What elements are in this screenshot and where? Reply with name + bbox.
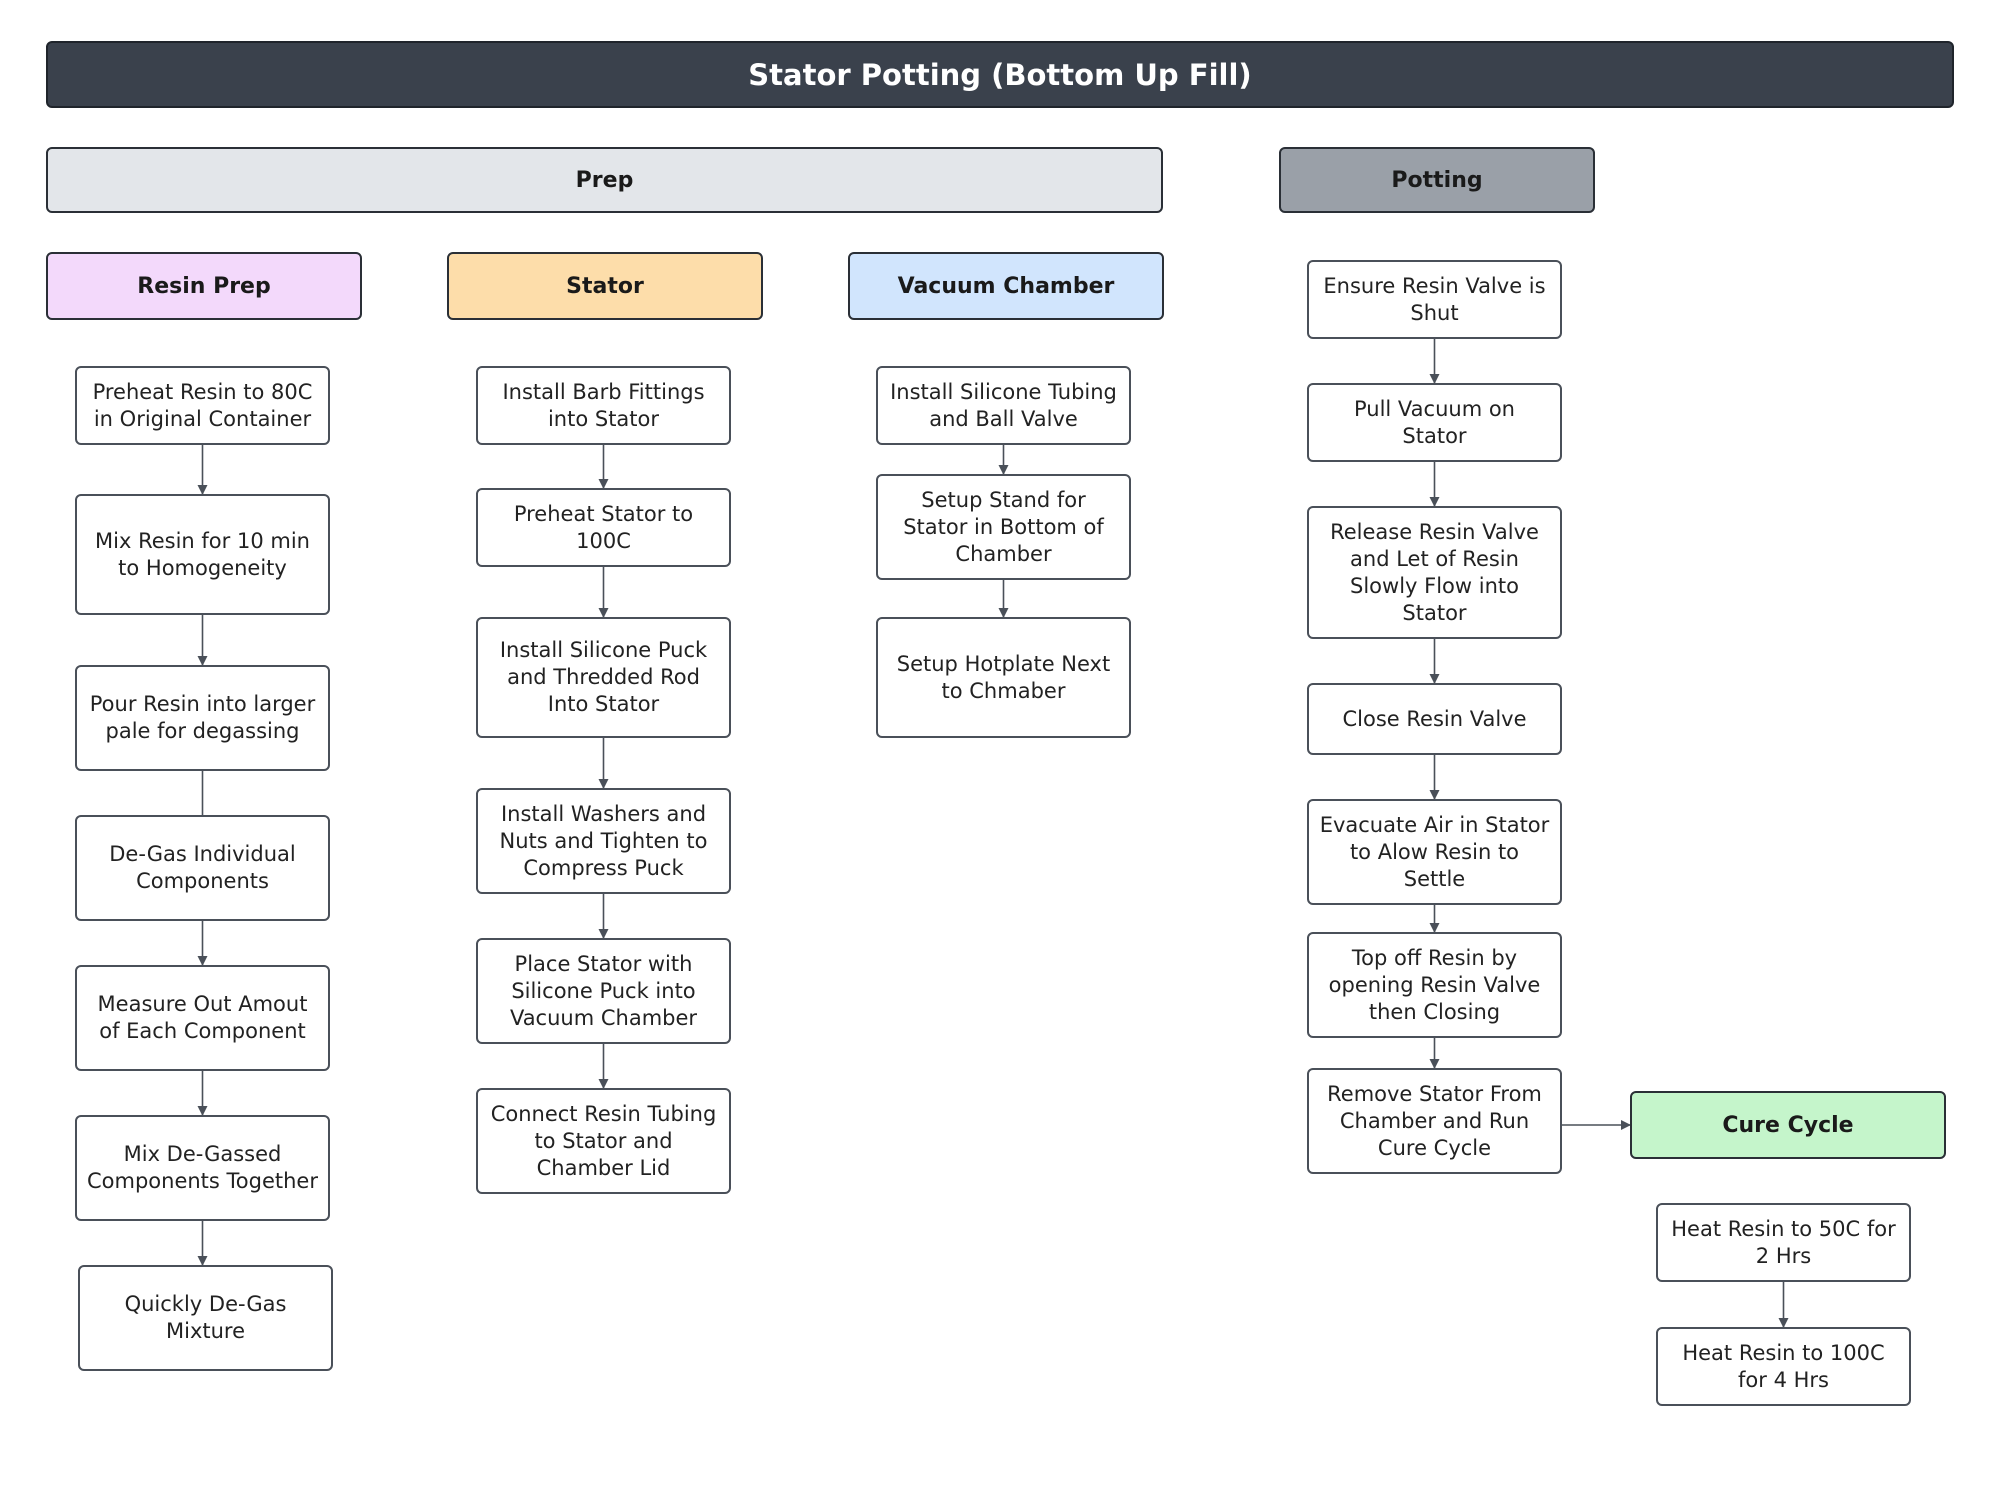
step-mix-resin: Mix Resin for 10 min to Homogeneity bbox=[75, 494, 330, 615]
step-install-washers-nuts: Install Washers and Nuts and Tighten to … bbox=[476, 788, 731, 894]
step-measure-components: Measure Out Amout of Each Component bbox=[75, 965, 330, 1071]
step-ensure-valve-shut: Ensure Resin Valve is Shut bbox=[1307, 260, 1562, 339]
step-degas-components: De-Gas Individual Components bbox=[75, 815, 330, 921]
lane-stator: Stator bbox=[447, 252, 763, 320]
step-connect-resin-tubing: Connect Resin Tubing to Stator and Chamb… bbox=[476, 1088, 731, 1194]
step-remove-stator: Remove Stator From Chamber and Run Cure … bbox=[1307, 1068, 1562, 1174]
step-place-stator: Place Stator with Silicone Puck into Vac… bbox=[476, 938, 731, 1044]
step-preheat-resin: Preheat Resin to 80C in Original Contain… bbox=[75, 366, 330, 445]
lane-resin-prep: Resin Prep bbox=[46, 252, 362, 320]
step-install-silicone-puck: Install Silicone Puck and Thredded Rod I… bbox=[476, 617, 731, 738]
step-preheat-stator: Preheat Stator to 100C bbox=[476, 488, 731, 567]
lane-vacuum-chamber: Vacuum Chamber bbox=[848, 252, 1164, 320]
lane-cure-cycle: Cure Cycle bbox=[1630, 1091, 1946, 1159]
step-evacuate-air: Evacuate Air in Stator to Alow Resin to … bbox=[1307, 799, 1562, 905]
step-quick-degas: Quickly De-Gas Mixture bbox=[78, 1265, 333, 1371]
step-heat-100c: Heat Resin to 100C for 4 Hrs bbox=[1656, 1327, 1911, 1406]
step-top-off-resin: Top off Resin by opening Resin Valve the… bbox=[1307, 932, 1562, 1038]
step-install-barb-fittings: Install Barb Fittings into Stator bbox=[476, 366, 731, 445]
diagram-title: Stator Potting (Bottom Up Fill) bbox=[46, 41, 1954, 108]
step-setup-stand: Setup Stand for Stator in Bottom of Cham… bbox=[876, 474, 1131, 580]
step-setup-hotplate: Setup Hotplate Next to Chmaber bbox=[876, 617, 1131, 738]
step-pour-resin: Pour Resin into larger pale for degassin… bbox=[75, 665, 330, 771]
step-pull-vacuum: Pull Vacuum on Stator bbox=[1307, 383, 1562, 462]
step-close-resin-valve: Close Resin Valve bbox=[1307, 683, 1562, 755]
step-install-silicone-tubing: Install Silicone Tubing and Ball Valve bbox=[876, 366, 1131, 445]
section-potting: Potting bbox=[1279, 147, 1595, 213]
step-mix-degassed: Mix De-Gassed Components Together bbox=[75, 1115, 330, 1221]
step-release-resin-valve: Release Resin Valve and Let of Resin Slo… bbox=[1307, 506, 1562, 639]
section-prep: Prep bbox=[46, 147, 1163, 213]
step-heat-50c: Heat Resin to 50C for 2 Hrs bbox=[1656, 1203, 1911, 1282]
